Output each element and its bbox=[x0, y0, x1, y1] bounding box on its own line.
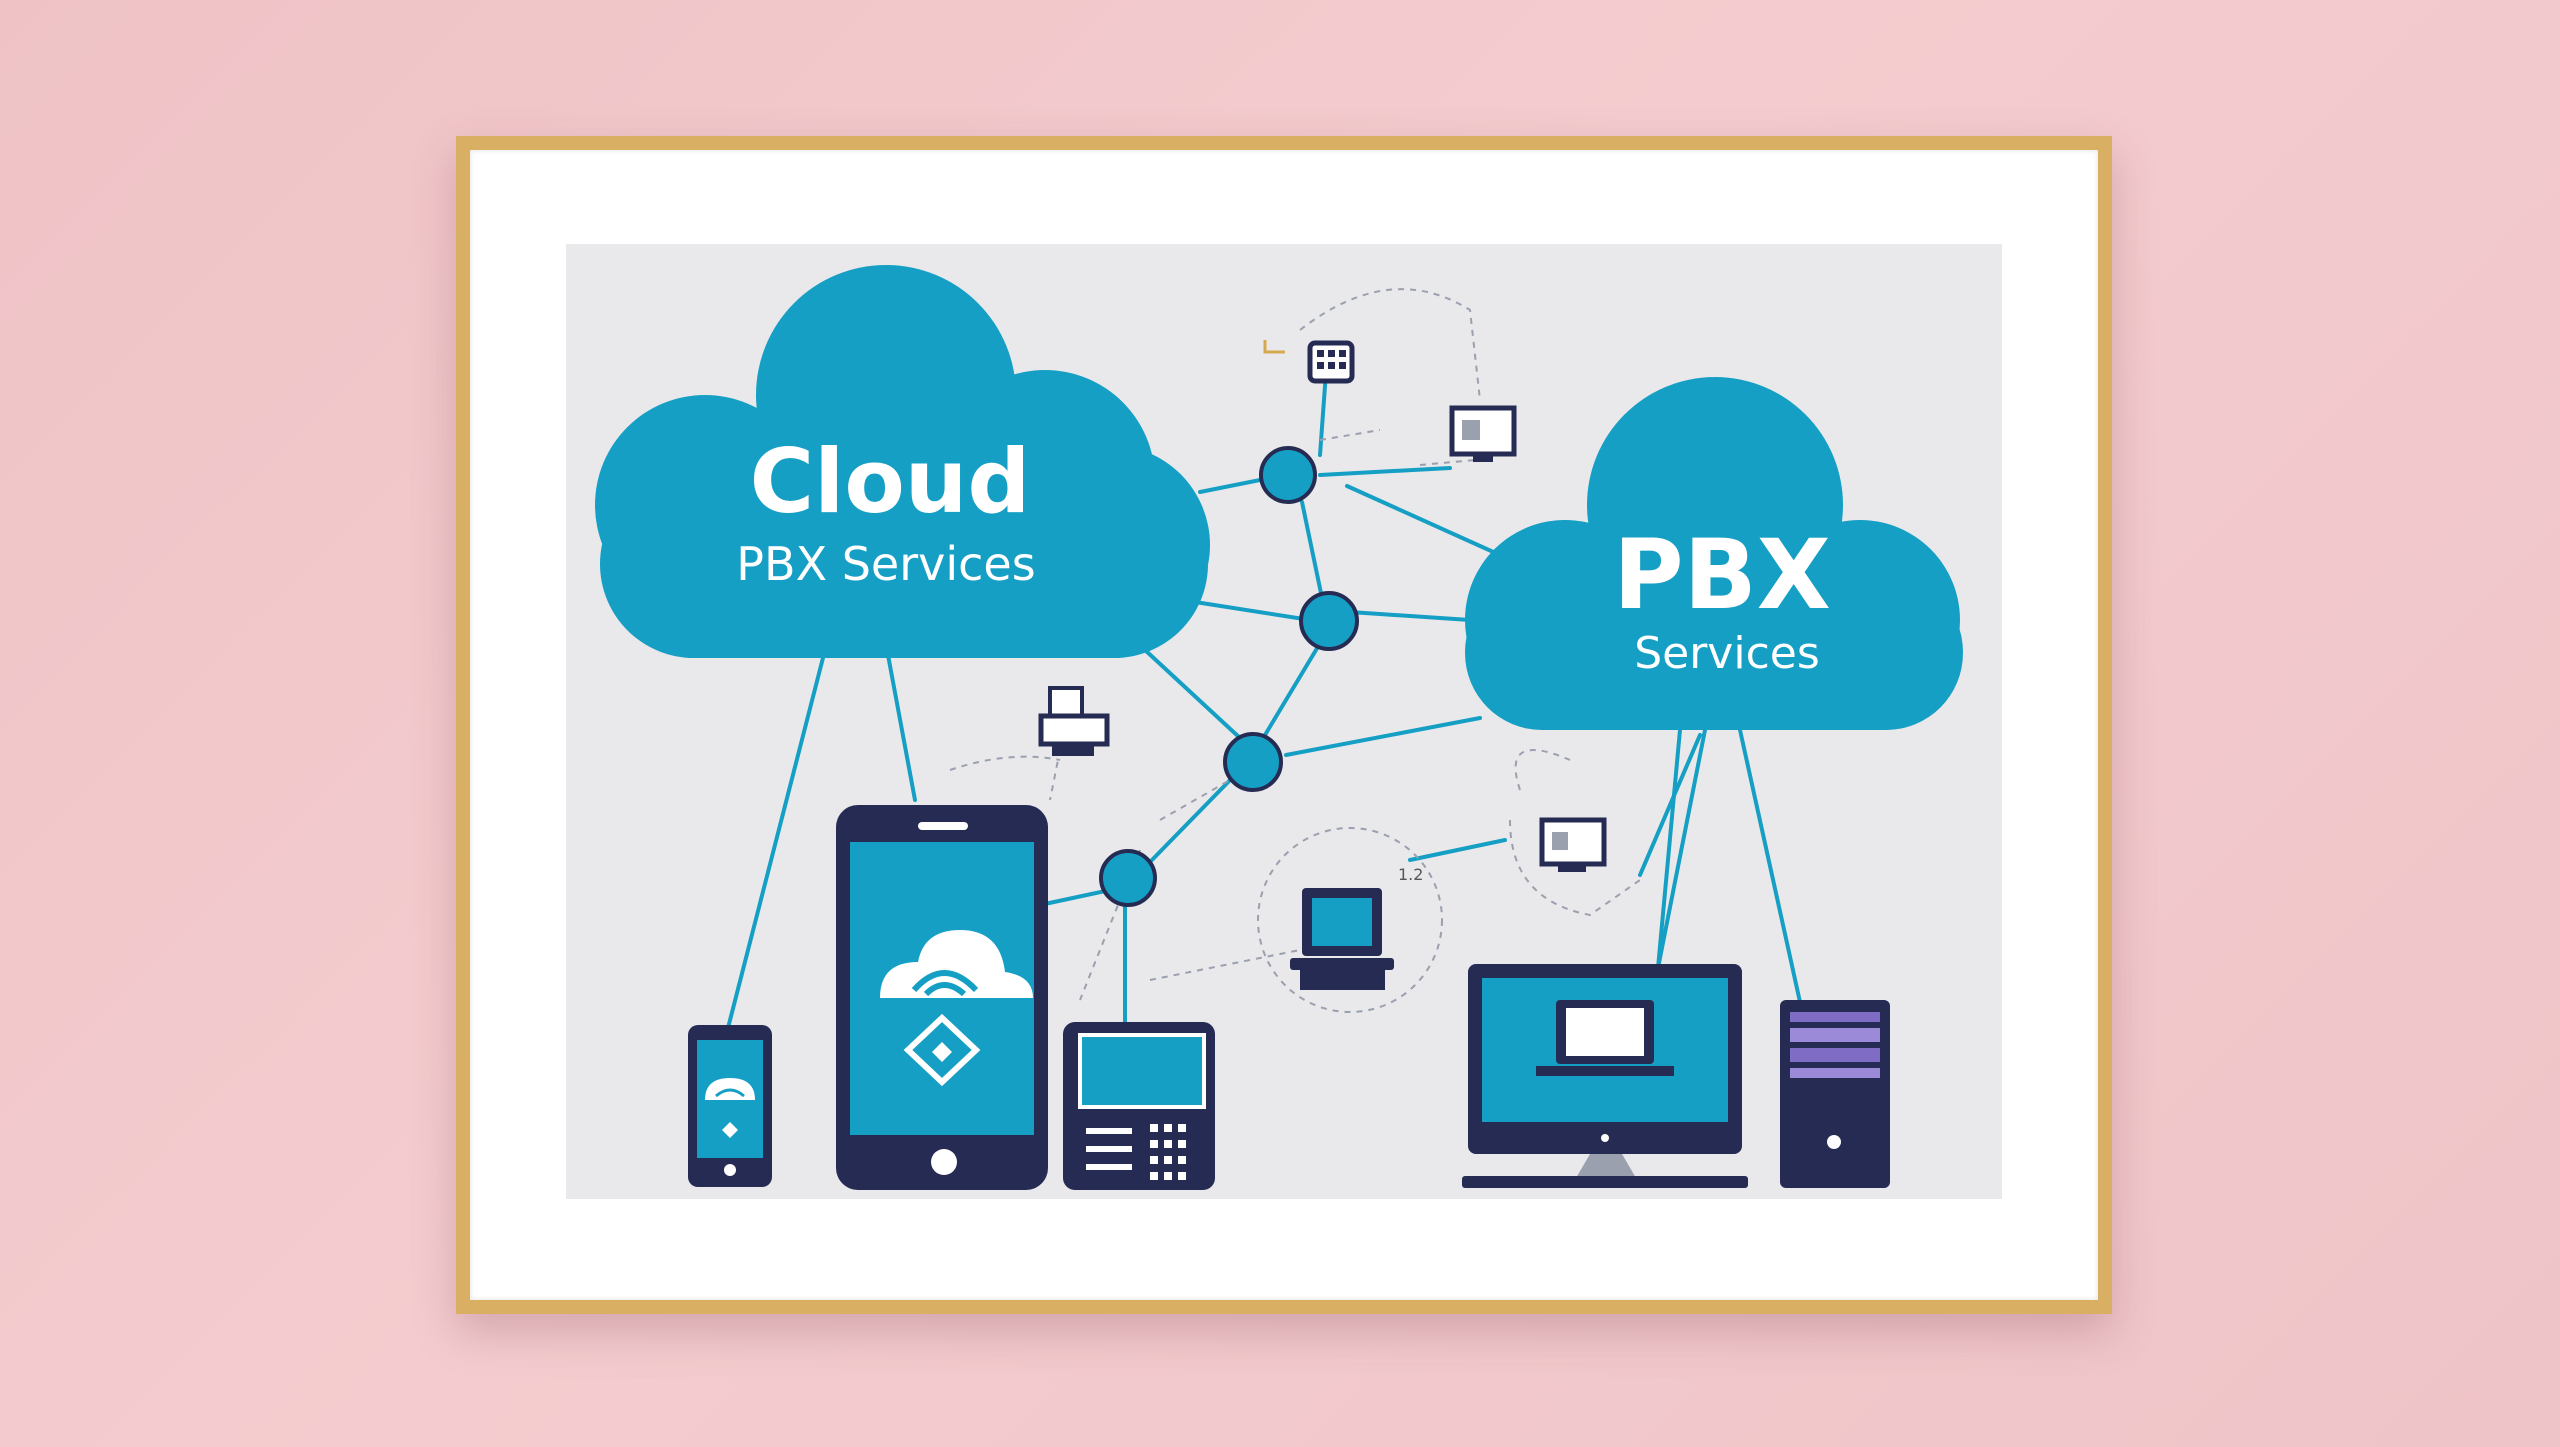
monitor-icon bbox=[1539, 817, 1607, 872]
network-node bbox=[1259, 446, 1317, 504]
desktop-tower-icon bbox=[1780, 1000, 1890, 1188]
pbx-title: PBX bbox=[1613, 519, 1831, 631]
dashed-orbit-lines bbox=[949, 288, 1641, 1013]
annotation-label: 1.2 bbox=[1398, 865, 1423, 884]
pbx-subtitle: Services bbox=[1634, 628, 1820, 679]
printer-icon bbox=[1038, 686, 1110, 756]
network-node bbox=[1299, 591, 1359, 651]
network-node bbox=[1223, 732, 1283, 792]
network-node bbox=[1099, 849, 1157, 907]
network-nodes bbox=[1099, 446, 1359, 907]
monitor-icon bbox=[1449, 405, 1517, 462]
cloud-title: Cloud bbox=[750, 430, 1031, 533]
cloud-pbx-services-cloud bbox=[595, 265, 1210, 658]
pbx-services-cloud bbox=[1465, 377, 1963, 730]
laptop-icon bbox=[1290, 888, 1394, 990]
smartphone-icon bbox=[836, 805, 1048, 1190]
desk-phone-icon bbox=[1063, 1022, 1215, 1190]
small-smartphone-icon bbox=[688, 1025, 772, 1187]
desktop-monitor-icon bbox=[1462, 964, 1748, 1188]
keypad-icon bbox=[1263, 340, 1355, 384]
cloud-subtitle: PBX Services bbox=[736, 537, 1035, 591]
